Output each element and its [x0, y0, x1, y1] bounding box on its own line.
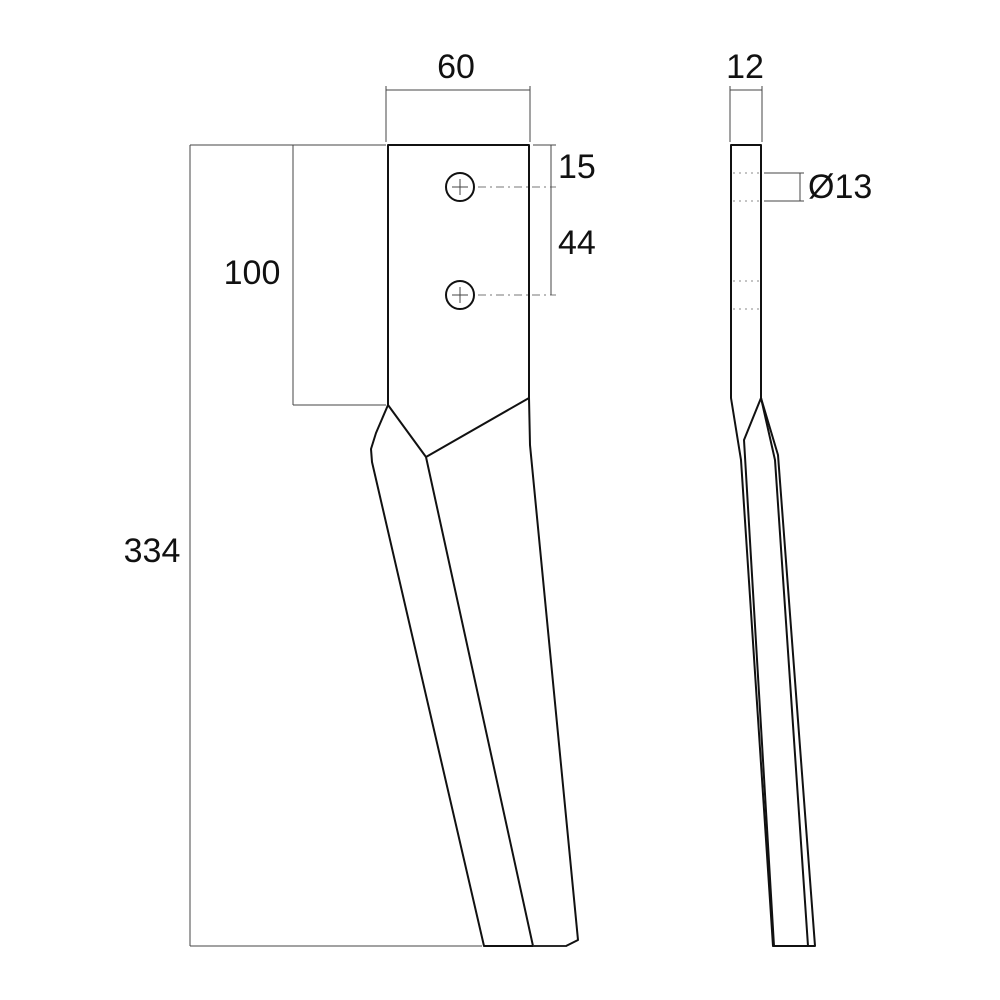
hole-diameter-label: Ø13 [808, 168, 872, 206]
width-extension-lines [385, 86, 531, 142]
hole-centerlines [478, 186, 556, 296]
width-label: 60 [437, 48, 475, 86]
hole-spacing-label: 44 [558, 224, 596, 262]
dimension-width: 60 [385, 48, 531, 142]
hole-cross-marks [452, 179, 468, 303]
side-view-outline [730, 144, 816, 947]
total-length-lines [189, 144, 482, 947]
hole-diameter-lines [764, 172, 804, 202]
front-view [370, 144, 579, 947]
dimension-hole-diameter: Ø13 [764, 168, 872, 206]
thickness-label: 12 [726, 48, 764, 86]
mounting-length-label: 100 [224, 254, 281, 292]
hole-spacing-lines [533, 144, 556, 295]
side-view-hole-hidden-lines [733, 172, 759, 310]
dimension-thickness: 12 [726, 48, 764, 142]
mounting-length-lines [292, 144, 386, 406]
dimension-total-length: 334 [124, 144, 482, 947]
side-view-bevel-lines [743, 397, 809, 947]
mounting-hole-upper [445, 172, 475, 202]
top-to-first-hole-label: 15 [558, 148, 596, 186]
thickness-lines [729, 86, 763, 142]
total-length-label: 334 [124, 532, 181, 570]
dimension-mounting-length: 100 [224, 144, 386, 406]
front-view-outline [370, 144, 579, 947]
dimension-hole-spacing: 15 44 [533, 144, 596, 295]
mounting-hole-lower [445, 280, 475, 310]
side-view [730, 144, 816, 947]
front-view-bevel-lines [387, 397, 534, 947]
